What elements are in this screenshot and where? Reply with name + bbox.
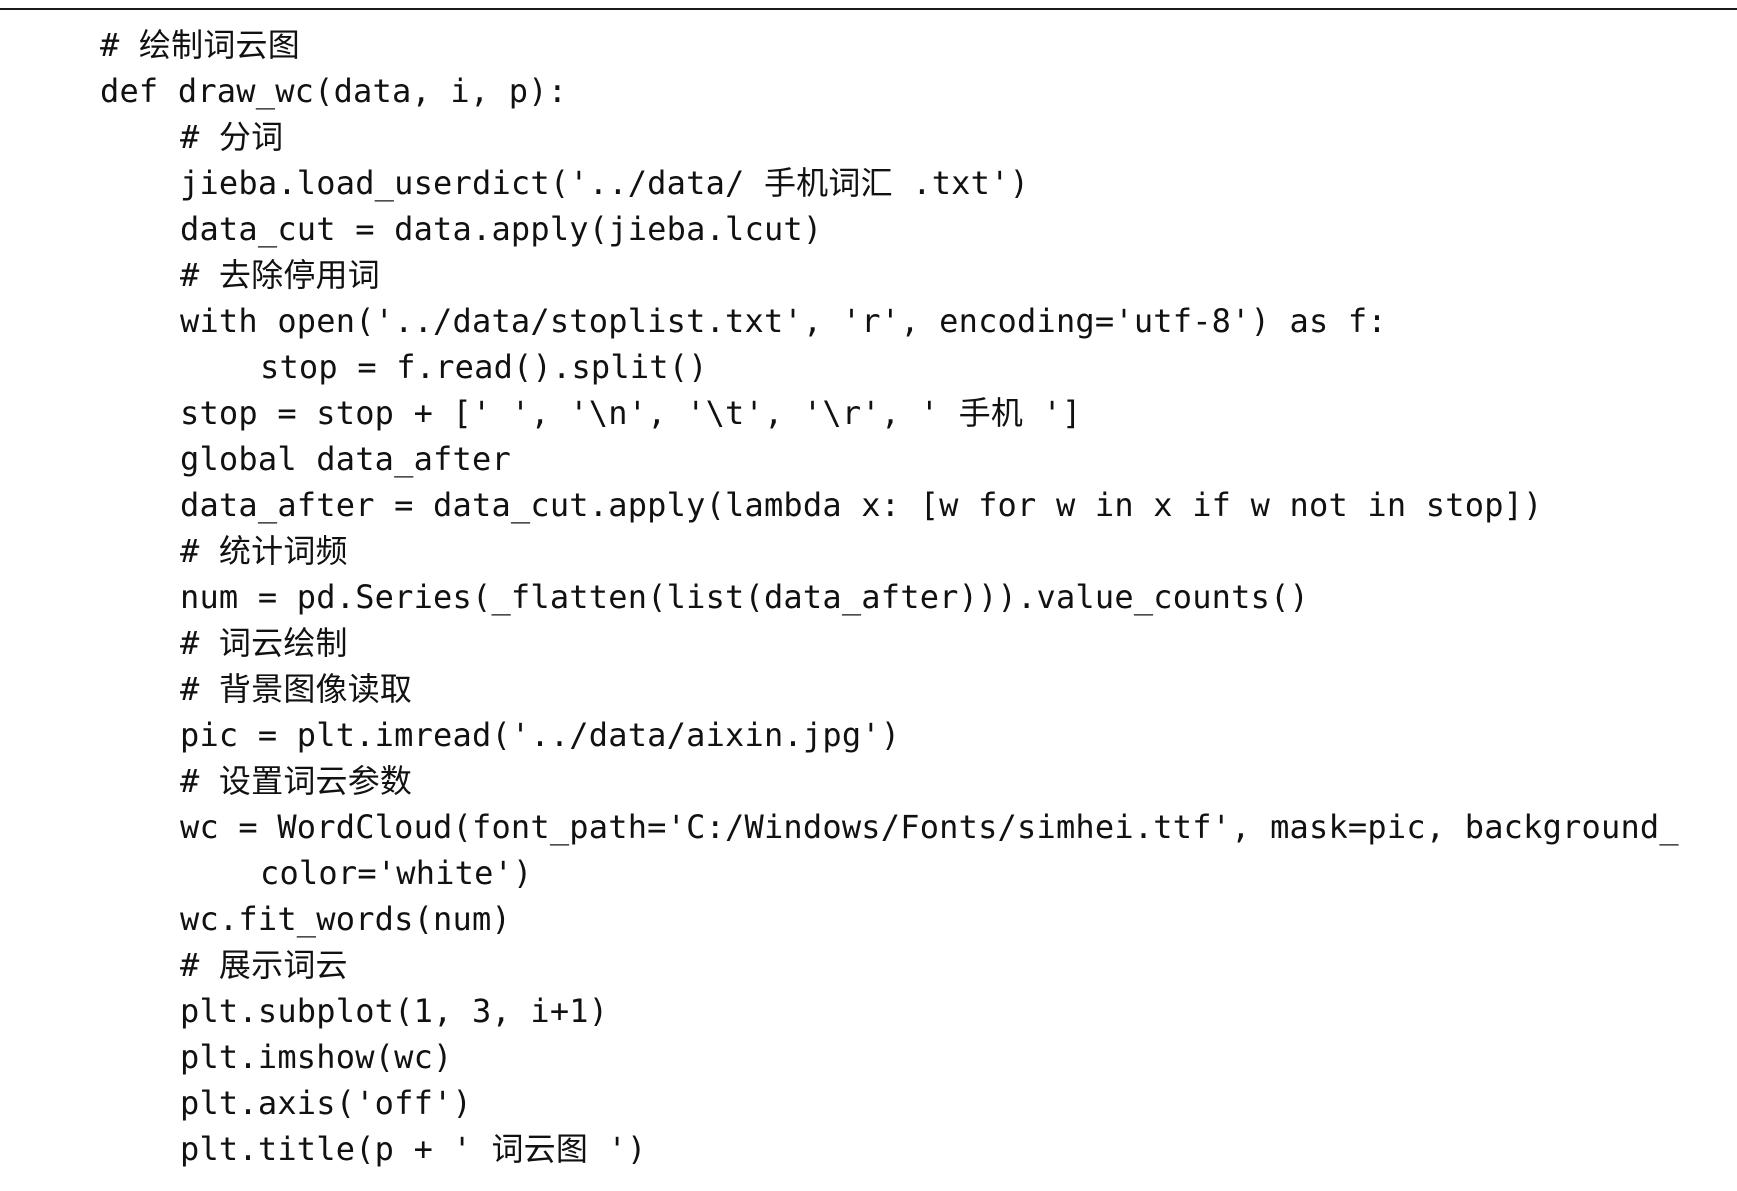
code-line: wc = WordCloud(font_path='C:/Windows/Fon… — [180, 808, 1679, 846]
code-line: wc.fit_words(num) — [180, 900, 511, 938]
code-line: def draw_wc(data, i, p): — [100, 72, 568, 110]
code-line: stop = f.read().split() — [260, 348, 708, 386]
code-line: jieba.load_userdict('../data/ 手机词汇 .txt'… — [180, 164, 1030, 202]
code-line: pic = plt.imread('../data/aixin.jpg') — [180, 716, 901, 754]
code-line: plt.subplot(1, 3, i+1) — [180, 992, 609, 1030]
code-line: data_after = data_cut.apply(lambda x: [w… — [180, 486, 1543, 524]
code-line: plt.title(p + ' 词云图 ') — [180, 1130, 647, 1168]
code-block: # 绘制词云图 def draw_wc(data, i, p): # 分词 ji… — [100, 22, 1679, 1172]
code-line: num = pd.Series(_flatten(list(data_after… — [180, 578, 1310, 616]
code-line: # 词云绘制 — [180, 624, 348, 662]
code-line: # 分词 — [180, 118, 284, 156]
code-line: # 绘制词云图 — [100, 26, 300, 64]
code-line: # 背景图像读取 — [180, 670, 413, 708]
code-line: color='white') — [260, 854, 533, 892]
code-line: plt.axis('off') — [180, 1084, 472, 1122]
code-line: # 去除停用词 — [180, 256, 380, 294]
code-line: global data_after — [180, 440, 511, 478]
code-line: stop = stop + [' ', '\n', '\t', '\r', ' … — [180, 394, 1082, 432]
code-line: plt.imshow(wc) — [180, 1038, 453, 1076]
top-rule-divider — [0, 8, 1737, 10]
code-line: # 统计词频 — [180, 532, 348, 570]
code-line: data_cut = data.apply(jieba.lcut) — [180, 210, 823, 248]
code-line: # 展示词云 — [180, 946, 348, 984]
code-line: with open('../data/stoplist.txt', 'r', e… — [180, 302, 1387, 340]
code-line: # 设置词云参数 — [180, 762, 413, 800]
